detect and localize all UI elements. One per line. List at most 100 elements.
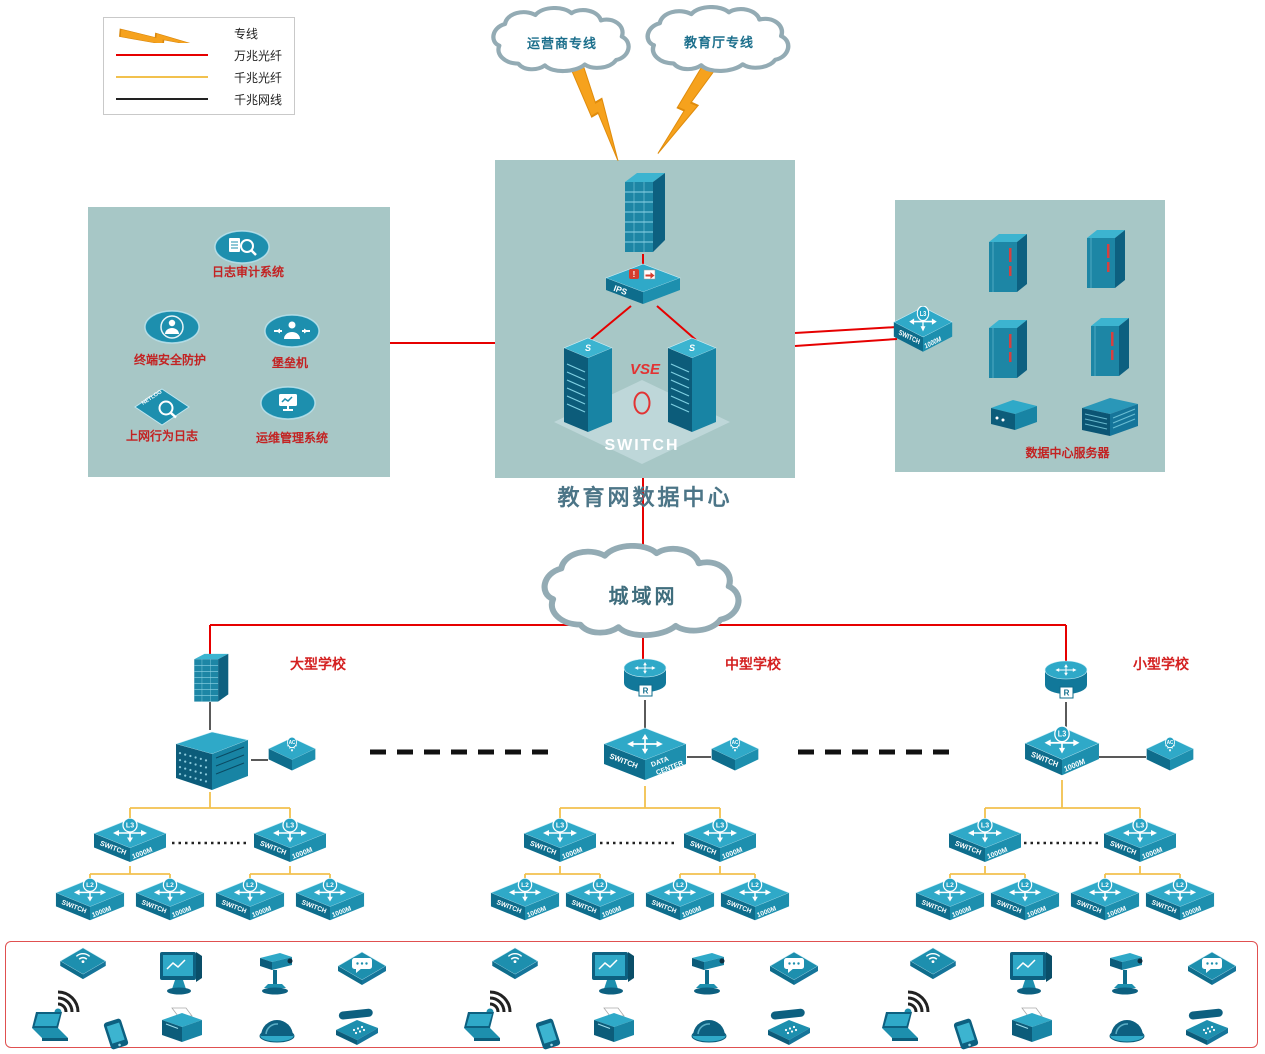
ptz-camera-icon [250, 950, 300, 998]
svg-text:!: ! [633, 270, 636, 279]
svg-text:L2: L2 [1176, 882, 1184, 889]
datacenter-server [1087, 316, 1133, 378]
svg-text:L2: L2 [166, 882, 174, 889]
printer-icon [588, 1006, 638, 1048]
svg-text:L3: L3 [716, 823, 724, 830]
legend-row-1g-cable: 千兆网线 [112, 88, 286, 110]
svg-text:L2: L2 [521, 882, 529, 889]
label-netlog: 上网行为日志 [125, 429, 198, 443]
legend-row-10g-fiber: 万兆光纤 [112, 44, 286, 66]
red-line-icon [116, 54, 208, 56]
disk-array [983, 398, 1041, 434]
smartphone-icon [526, 1016, 570, 1052]
svg-text:L2: L2 [1101, 882, 1109, 889]
school-label-medium: 中型学校 [725, 656, 781, 672]
laptop-icon [458, 1010, 508, 1048]
svg-text:L2: L2 [596, 882, 604, 889]
bastion-host-icon [262, 310, 322, 352]
label-log-audit: 日志审计系统 [211, 265, 284, 279]
svg-text:L3: L3 [286, 823, 294, 830]
netlog-magnifier-icon: NETLOG [132, 386, 192, 428]
cloud-icon [645, 5, 791, 73]
svg-text:L2: L2 [86, 882, 94, 889]
datacenter-server [985, 318, 1031, 380]
cloud-operator-line-label: 运营商专线 [526, 35, 597, 51]
school-label-small: 小型学校 [1133, 656, 1189, 672]
laptop-icon [26, 1010, 76, 1048]
svg-text:L2: L2 [246, 882, 254, 889]
label-bastion-host: 堡垒机 [271, 356, 308, 370]
terminal-security-icon [142, 306, 202, 348]
svg-text:AC: AC [732, 740, 739, 746]
school-core-chassis-large [168, 728, 252, 794]
svg-text:L2: L2 [676, 882, 684, 889]
school-router-small: R [1043, 660, 1089, 702]
desktop-monitor-icon [156, 948, 208, 998]
svg-text:AC: AC [289, 740, 296, 746]
vse-label: VSE [629, 361, 660, 378]
printer-icon [1006, 1006, 1056, 1048]
legend: 专线 万兆光纤 千兆光纤 千兆网线 [103, 17, 295, 115]
legend-label-dedicated-line: 专线 [234, 26, 259, 41]
cloud-education-line-label: 教育厅专线 [683, 35, 754, 50]
svg-text:S: S [689, 343, 695, 353]
school-router-medium: R [622, 658, 668, 700]
black-1g-cable-links [209, 700, 1146, 761]
svg-text:L3: L3 [920, 310, 927, 318]
ac-wireless-controller: AC [711, 737, 759, 775]
cloud-operator-line: 运营商专线 [486, 6, 638, 78]
laptop-icon [876, 1010, 926, 1048]
datacenter-server [1083, 228, 1129, 290]
svg-text:S: S [585, 343, 591, 353]
yellow-line-icon [116, 76, 208, 78]
chat-message-icon [768, 950, 820, 988]
datacenter-firewall [620, 170, 667, 256]
wireless-ap-icon [58, 946, 108, 982]
telephone-icon [1180, 1006, 1234, 1050]
lightning-bolt-icon [119, 28, 204, 43]
datacenter-title: 教育网数据中心 [557, 485, 733, 511]
vse-server-right: S [664, 336, 720, 436]
telephone-icon [762, 1006, 816, 1050]
dome-camera-icon [1106, 1008, 1148, 1046]
ptz-camera-icon [1100, 950, 1150, 998]
label-datacenter-servers: 数据中心服务器 [1025, 446, 1110, 460]
svg-text:L2: L2 [946, 882, 954, 889]
svg-text:L2: L2 [751, 882, 759, 889]
wireless-ap-icon [490, 946, 540, 982]
telephone-icon [330, 1006, 384, 1050]
svg-text:IPS: IPS [612, 283, 629, 297]
printer-icon [156, 1006, 206, 1048]
school-firewall-large [190, 652, 230, 704]
smartphone-icon [944, 1016, 988, 1052]
chat-message-icon [336, 950, 388, 988]
svg-text:L2: L2 [326, 882, 334, 889]
svg-text:L3: L3 [981, 823, 989, 830]
cloud-metro-network-label: 城域网 [608, 583, 678, 608]
cloud-icon [541, 543, 742, 638]
svg-text:L3: L3 [126, 823, 134, 830]
svg-text:R: R [643, 687, 649, 696]
legend-row-1g-fiber: 千兆光纤 [112, 66, 286, 88]
desktop-monitor-icon [588, 948, 640, 998]
chat-message-icon [1186, 950, 1238, 988]
svg-text:AC: AC [1167, 740, 1174, 746]
legend-label-1g-cable: 千兆网线 [234, 92, 283, 107]
svg-text:L3: L3 [556, 823, 564, 830]
